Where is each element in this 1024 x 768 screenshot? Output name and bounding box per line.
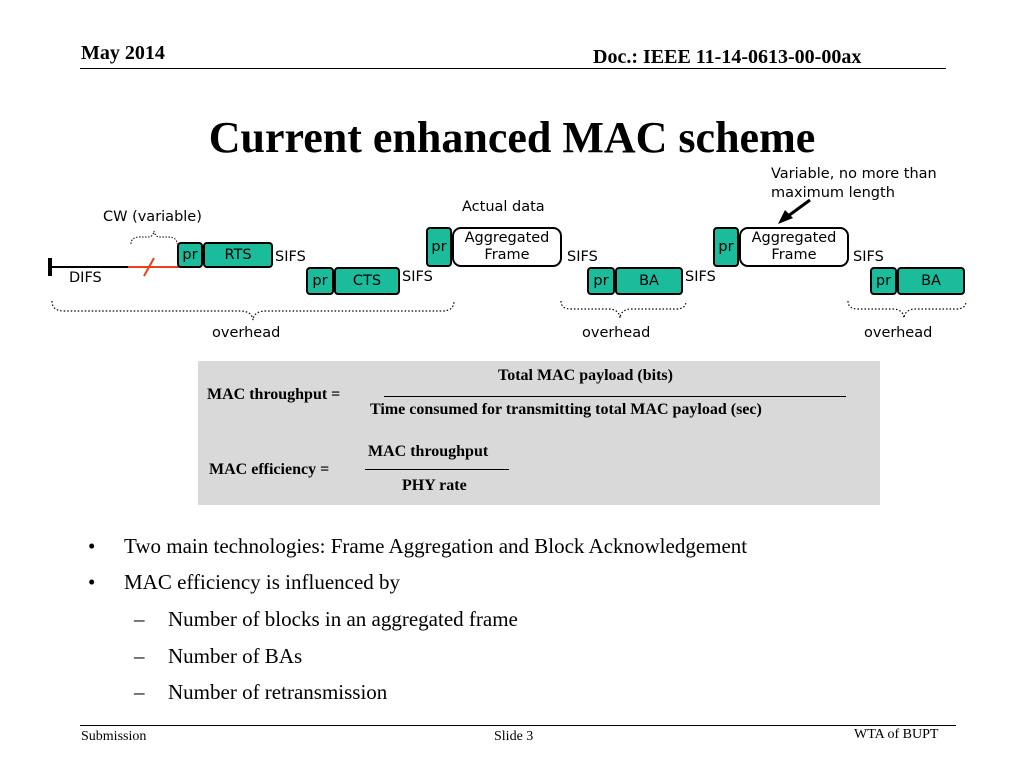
sub-bullet-item-3: Number of retransmission — [168, 680, 388, 704]
overhead-brace-1 — [51, 300, 455, 321]
overhead-label-3: overhead — [864, 325, 933, 341]
bullet-item-1: Two main technologies: Frame Aggregation… — [124, 534, 748, 558]
bullet-marker-2: • — [88, 570, 96, 594]
footer-slide-number: Slide 3 — [494, 729, 534, 744]
throughput-label: MAC throughput = — [207, 386, 341, 403]
variable-note-line1: Variable, no more than — [771, 166, 937, 182]
efficiency-numerator: MAC throughput — [368, 443, 489, 460]
efficiency-label: MAC efficiency = — [209, 461, 330, 478]
ba-2-preamble-label: pr — [875, 273, 892, 289]
variable-note-line2: maximum length — [771, 185, 895, 201]
rts-label: RTS — [224, 247, 252, 263]
sifs-label-2: SIFS — [402, 269, 433, 285]
rts-frame: RTS — [203, 242, 273, 268]
cw-slash — [143, 257, 155, 277]
overhead-brace-3 — [847, 300, 967, 319]
agg-frame-1-preamble: pr — [426, 227, 452, 267]
sub-bullet-marker-1: – — [134, 607, 145, 631]
agg-frame-2-line2: Frame — [771, 247, 817, 263]
cts-label: CTS — [352, 273, 382, 289]
cts-frame: CTS — [334, 267, 400, 295]
agg-frame-1-preamble-label: pr — [431, 239, 447, 255]
overhead-label-2: overhead — [582, 325, 651, 341]
agg-frame-2-line1: Aggregated — [751, 230, 837, 246]
formula-box: MAC throughput = Total MAC payload (bits… — [198, 361, 880, 505]
agg-frame-2-preamble-label: pr — [718, 239, 734, 255]
sub-bullet-item-1: Number of blocks in an aggregated frame — [168, 607, 518, 631]
header-rule — [80, 68, 946, 69]
actual-data-label: Actual data — [462, 199, 545, 215]
ba-2-preamble: pr — [870, 267, 897, 295]
throughput-fraction-bar — [384, 396, 846, 397]
header-date: May 2014 — [81, 42, 165, 64]
sifs-label-3: SIFS — [567, 249, 598, 265]
footer-rule — [80, 725, 956, 726]
cts-preamble-label: pr — [312, 273, 328, 289]
cw-label: CW (variable) — [103, 209, 202, 225]
sub-bullet-item-2: Number of BAs — [168, 644, 303, 668]
sifs-label-4: SIFS — [685, 269, 716, 285]
cts-preamble: pr — [306, 267, 334, 295]
agg-frame-1: Aggregated Frame — [452, 227, 562, 267]
header-doc-id: Doc.: IEEE 11-14-0613-00-00ax — [593, 46, 862, 68]
cw-brace — [130, 230, 178, 245]
efficiency-fraction-bar — [365, 469, 509, 470]
slide-title: Current enhanced MAC scheme — [208, 113, 816, 162]
footer-submission: Submission — [81, 729, 147, 744]
efficiency-denominator: PHY rate — [402, 477, 467, 494]
difs-label: DIFS — [69, 270, 102, 286]
agg-frame-1-line1: Aggregated — [464, 230, 550, 246]
throughput-numerator: Total MAC payload (bits) — [498, 367, 673, 384]
ba-1-frame: BA — [615, 267, 683, 295]
ba-1-label: BA — [639, 273, 659, 289]
rts-preamble-label: pr — [182, 247, 198, 263]
throughput-denominator: Time consumed for transmitting total MAC… — [370, 401, 762, 418]
rts-preamble: pr — [177, 242, 203, 268]
sub-bullet-marker-2: – — [134, 644, 145, 668]
ba-2-frame: BA — [897, 267, 965, 295]
footer-author: WTA of BUPT — [854, 727, 939, 742]
agg-frame-2-preamble: pr — [713, 227, 739, 267]
sub-bullet-marker-3: – — [134, 680, 145, 704]
overhead-brace-2 — [560, 300, 687, 319]
sifs-label-5: SIFS — [853, 249, 884, 265]
ba-1-preamble: pr — [587, 267, 615, 295]
bullet-marker-1: • — [88, 534, 96, 558]
overhead-label-1: overhead — [212, 325, 281, 341]
agg-frame-1-line2: Frame — [484, 247, 530, 263]
sifs-label-1: SIFS — [275, 249, 306, 265]
ba-1-preamble-label: pr — [593, 273, 609, 289]
bullet-item-2: MAC efficiency is influenced by — [124, 570, 401, 594]
ba-2-label: BA — [921, 273, 941, 289]
agg-frame-2: Aggregated Frame — [739, 227, 849, 267]
max-length-arrowhead — [778, 210, 793, 224]
